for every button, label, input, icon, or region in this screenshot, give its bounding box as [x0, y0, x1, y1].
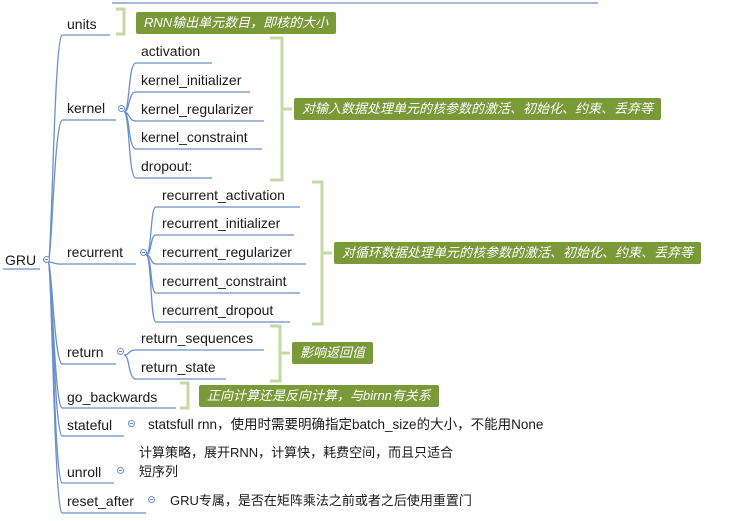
reset-after-note: GRU专属，是否在矩阵乘法之前或者之后使用重置门: [170, 493, 472, 508]
kernel-child[interactable]: activation: [141, 43, 201, 59]
return-callout: 影响返回值: [292, 342, 374, 364]
unroll-collapse-toggle[interactable]: [117, 467, 124, 474]
stateful-note: statsfull rnn，使用时需要明确指定batch_size的大小，不能用…: [148, 417, 544, 432]
recurrent-callout: 对循环数据处理单元的核参数的激活、初始化、约束、丢弃等: [334, 242, 702, 264]
branch-reset-after[interactable]: reset_after: [67, 493, 134, 509]
kernel-callout: 对输入数据处理单元的核参数的激活、初始化、约束、丢弃等: [294, 98, 662, 120]
return-child[interactable]: return_sequences: [141, 330, 254, 346]
kernel-collapse-toggle[interactable]: [118, 105, 125, 112]
reset-after-collapse-toggle[interactable]: [148, 496, 155, 503]
root-collapse-toggle[interactable]: [43, 256, 50, 263]
stateful-collapse-toggle[interactable]: [128, 420, 135, 427]
recurrent-child[interactable]: recurrent_activation: [162, 187, 285, 203]
recurrent-child[interactable]: recurrent_constraint: [162, 273, 287, 289]
kernel-child[interactable]: kernel_regularizer: [141, 101, 254, 117]
unroll-note-line-1: 计算策略，展开RNN，计算快，耗费空间，而且只适合: [139, 445, 454, 460]
branch-unroll[interactable]: unroll: [67, 464, 102, 480]
branch-go-backwards[interactable]: go_backwards: [67, 389, 158, 405]
kernel-child[interactable]: dropout:: [141, 158, 193, 174]
recurrent-collapse-toggle[interactable]: [140, 249, 147, 256]
recurrent-child[interactable]: recurrent_regularizer: [162, 244, 292, 260]
branch-recurrent[interactable]: recurrent: [67, 244, 124, 260]
return-child[interactable]: return_state: [141, 359, 216, 375]
recurrent-child[interactable]: recurrent_initializer: [162, 215, 281, 231]
branch-kernel[interactable]: kernel: [67, 100, 106, 116]
branch-stateful[interactable]: stateful: [67, 417, 113, 433]
go-backwards-callout: 正向计算还是反向计算，与birnn有关系: [199, 385, 439, 407]
branch-return[interactable]: return: [67, 344, 104, 360]
kernel-child[interactable]: kernel_initializer: [141, 72, 242, 88]
unroll-note-line-2: 短序列: [139, 464, 179, 479]
units-callout: RNN输出单元数目，即核的大小: [136, 12, 337, 34]
recurrent-child[interactable]: recurrent_dropout: [162, 302, 274, 318]
return-collapse-toggle[interactable]: [117, 348, 124, 355]
branch-units[interactable]: units: [67, 16, 97, 32]
root-node[interactable]: GRU: [5, 252, 37, 268]
kernel-child[interactable]: kernel_constraint: [141, 129, 248, 145]
